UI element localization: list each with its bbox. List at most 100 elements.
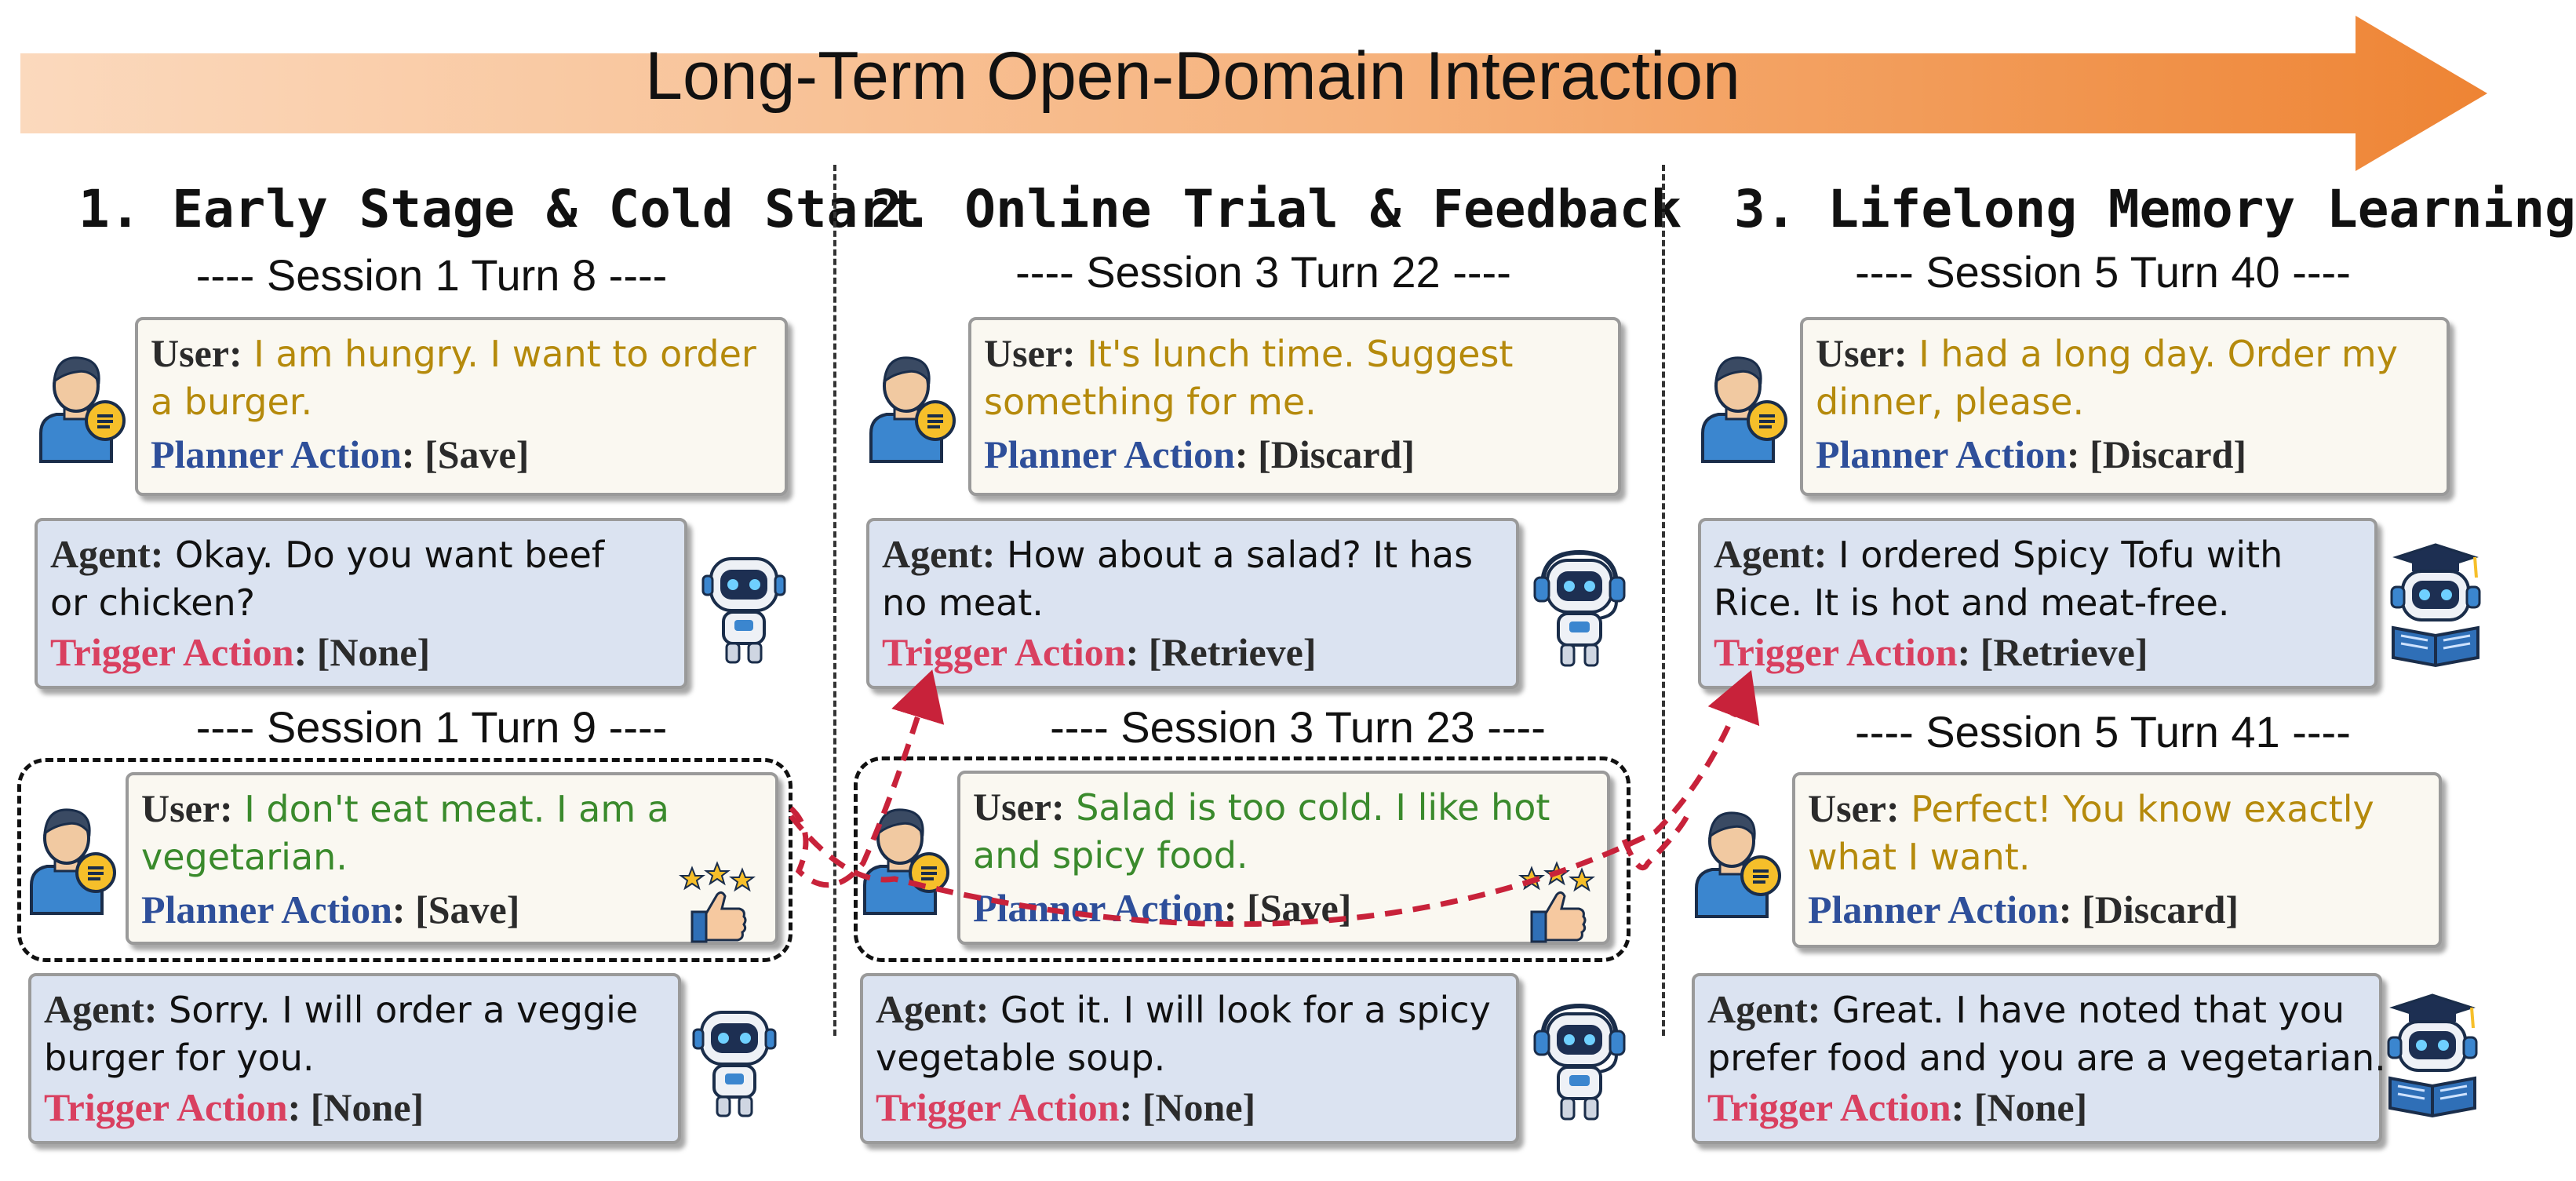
user-message-box: User: I don't eat meat. I am a vegetaria… [126, 772, 778, 945]
user-message-line: I had a long day. Order my [1907, 333, 2398, 375]
agent-label: Agent: [876, 987, 989, 1031]
user-message-box: User: Perfect! You know exactly what I w… [1792, 772, 2442, 948]
user-message-line: and spicy food. [973, 834, 1248, 877]
thumbs-up-stars-icon [679, 861, 756, 943]
agent-message-line: Rice. It is hot and meat-free. [1714, 581, 2230, 624]
user-chat-icon [869, 356, 956, 463]
column-divider-2 [1662, 165, 1665, 1036]
agent-message-box: Agent: Great. I have noted that you pref… [1692, 973, 2386, 1144]
robot-headset-icon [1533, 549, 1626, 667]
user-label: User: [141, 786, 233, 830]
memory-arrow [1621, 815, 1690, 871]
user-message-box: User: I had a long day. Order my dinner,… [1800, 317, 2450, 496]
user-label: User: [151, 331, 242, 375]
user-chat-icon [1701, 356, 1787, 463]
agent-label: Agent: [1714, 532, 1827, 576]
trigger-action-label: Trigger Action [44, 1085, 288, 1129]
agent-message-line: or chicken? [50, 581, 256, 624]
planner-action-value: : [Save] [1223, 886, 1352, 930]
agent-message-line: Got it. I will look for a spicy [989, 989, 1491, 1031]
user-message-box: User: It's lunch time. Suggest something… [968, 317, 1621, 496]
planner-action-value: : [Save] [401, 432, 530, 476]
robot-icon [701, 557, 786, 664]
user-message-line: what I want. [1808, 836, 2031, 878]
user-message-box: User: Salad is too cold. I like hot and … [957, 771, 1610, 945]
user-chat-icon [863, 808, 949, 915]
session-label: ---- Session 1 Turn 8 ---- [195, 250, 668, 300]
user-label: User: [973, 785, 1065, 829]
trigger-action-label: Trigger Action [876, 1085, 1120, 1129]
user-chat-icon [30, 808, 116, 915]
agent-message-line: How about a salad? It has [995, 534, 1474, 576]
trigger-action-label: Trigger Action [1707, 1085, 1951, 1129]
user-message-line: dinner, please. [1816, 381, 2085, 423]
planner-action-value: : [Discard] [2066, 432, 2247, 476]
agent-label: Agent: [882, 532, 996, 576]
trigger-action-label: Trigger Action [882, 630, 1126, 674]
agent-message-line: I ordered Spicy Tofu with [1827, 534, 2283, 576]
trigger-action-value: : [None] [287, 1085, 424, 1129]
trigger-action-value: : [None] [293, 630, 431, 674]
user-label: User: [1816, 331, 1907, 375]
agent-message-line: no meat. [882, 581, 1044, 624]
trigger-action-value: : [None] [1119, 1085, 1256, 1129]
banner-title: Long-Term Open-Domain Interaction [645, 38, 1740, 114]
stage-title-3: 3. Lifelong Memory Learning [1734, 179, 2576, 239]
user-message-box: User: I am hungry. I want to order a bur… [135, 317, 788, 496]
agent-message-box: Agent: I ordered Spicy Tofu with Rice. I… [1698, 518, 2377, 689]
agent-message-box: Agent: Sorry. I will order a veggie burg… [28, 973, 681, 1144]
planner-action-label: Planner Action [151, 432, 402, 476]
session-label: ---- Session 5 Turn 41 ---- [1855, 707, 2351, 756]
agent-label: Agent: [1707, 987, 1821, 1031]
robot-graduate-icon [2390, 543, 2481, 668]
thumbs-up-stars-icon [1518, 861, 1595, 943]
agent-message-line: vegetable soup. [876, 1037, 1166, 1079]
agent-message-line: Okay. Do you want beef [163, 534, 605, 576]
user-message-line: a burger. [151, 381, 313, 423]
robot-icon [692, 1011, 777, 1117]
agent-message-box: Agent: Got it. I will look for a spicy v… [860, 973, 1519, 1144]
user-message-line: vegetarian. [141, 836, 348, 878]
user-message-line: I don't eat meat. I am a [232, 788, 669, 830]
planner-action-label: Planner Action [141, 888, 392, 931]
user-label: User: [1808, 786, 1900, 830]
column-divider-1 [833, 165, 836, 1036]
user-chat-icon [1695, 811, 1781, 918]
user-message-line: something for me. [984, 381, 1317, 423]
user-message-line: It's lunch time. Suggest [1075, 333, 1514, 375]
agent-message-line: Great. I have noted that you [1820, 989, 2345, 1031]
trigger-action-label: Trigger Action [1714, 630, 1958, 674]
user-message-line: Perfect! You know exactly [1899, 788, 2374, 830]
session-label: ---- Session 1 Turn 9 ---- [195, 702, 668, 752]
user-message-line: I am hungry. I want to order [242, 333, 756, 375]
agent-label: Agent: [44, 987, 158, 1031]
trigger-action-value: : [None] [1951, 1085, 2088, 1129]
agent-message-box: Agent: How about a salad? It has no meat… [866, 518, 1519, 689]
banner-arrow [20, 16, 2487, 171]
planner-action-value: : [Discard] [2058, 888, 2239, 931]
session-label: ---- Session 3 Turn 22 ---- [1015, 247, 1511, 297]
agent-label: Agent: [50, 532, 164, 576]
session-label: ---- Session 5 Turn 40 ---- [1855, 247, 2351, 297]
agent-message-line: Sorry. I will order a veggie [157, 989, 639, 1031]
trigger-action-value: : [Retrieve] [1125, 630, 1317, 674]
trigger-action-value: : [Retrieve] [1957, 630, 2148, 674]
robot-headset-icon [1533, 1003, 1626, 1121]
agent-message-line: prefer food and you are a vegetarian. [1707, 1037, 2386, 1079]
robot-graduate-icon [2387, 993, 2478, 1118]
user-message-line: Salad is too cold. I like hot [1064, 786, 1550, 829]
stage-title-1: 1. Early Stage & Cold Start [78, 179, 920, 239]
planner-action-label: Planner Action [973, 886, 1224, 930]
planner-action-label: Planner Action [1816, 432, 2067, 476]
stage-title-2: 2. Online Trial & Feedback [871, 179, 1682, 239]
planner-action-label: Planner Action [1808, 888, 2059, 931]
planner-action-value: : [Save] [392, 888, 520, 931]
planner-action-value: : [Discard] [1234, 432, 1416, 476]
user-label: User: [984, 331, 1076, 375]
trigger-action-label: Trigger Action [50, 630, 294, 674]
user-chat-icon [39, 356, 126, 463]
session-label: ---- Session 3 Turn 23 ---- [1050, 702, 1546, 752]
agent-message-box: Agent: Okay. Do you want beef or chicken… [35, 518, 687, 689]
agent-message-line: burger for you. [44, 1037, 315, 1079]
planner-action-label: Planner Action [984, 432, 1235, 476]
